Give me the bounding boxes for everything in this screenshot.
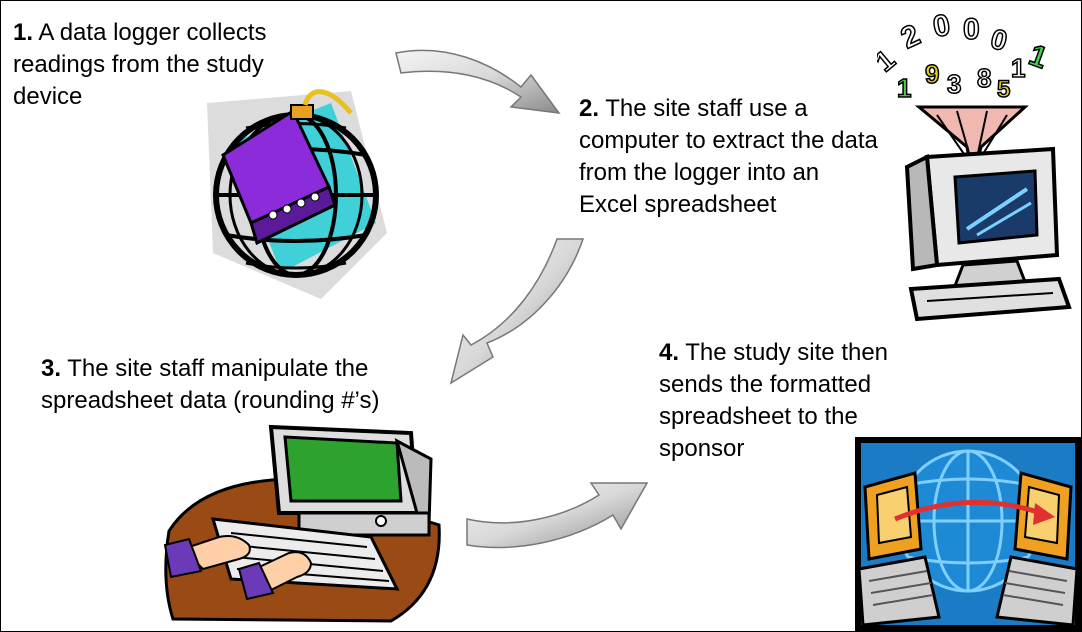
data-logger-globe-icon [207, 89, 387, 299]
desktop-computer-typing-icon [163, 424, 441, 623]
arrow-step1-to-step2 [395, 49, 561, 114]
svg-text:1: 1 [897, 73, 911, 103]
computer-funnel-numbers-icon: 2 0 0 0 1 1 1 9 3 8 1 5 [877, 8, 1072, 322]
svg-text:8: 8 [977, 63, 991, 93]
step-2-text: 2. The site staff use a computer to extr… [579, 93, 879, 221]
step-2-number: 2. [579, 95, 600, 122]
svg-text:0: 0 [930, 8, 952, 43]
step-1-description: A data logger collects readings from the… [13, 19, 267, 110]
step-4-text: 4. The study site then sends the formatt… [659, 337, 939, 465]
step-4-number: 4. [659, 339, 680, 366]
step-4-description: The study site then sends the formatted … [659, 339, 889, 462]
svg-text:3: 3 [947, 69, 961, 99]
step-3-description: The site staff manipulate the spreadshee… [41, 355, 380, 414]
svg-text:9: 9 [925, 59, 939, 89]
step-3-text: 3. The site staff manipulate the spreads… [41, 353, 441, 417]
step-2-description: The site staff use a computer to extract… [579, 95, 878, 218]
network-transfer-icon [855, 437, 1081, 631]
svg-text:5: 5 [997, 76, 1010, 103]
svg-text:0: 0 [987, 23, 1010, 57]
svg-text:1: 1 [1025, 39, 1052, 76]
step-3-number: 3. [41, 355, 62, 382]
step-1-number: 1. [13, 19, 34, 46]
svg-text:1: 1 [1011, 53, 1025, 83]
arrow-step3-to-step4 [466, 482, 649, 549]
arrow-step2-to-step3 [449, 238, 585, 385]
svg-text:0: 0 [963, 13, 980, 46]
svg-text:2: 2 [896, 18, 925, 55]
step-1-text: 1. A data logger collects readings from … [13, 17, 313, 113]
